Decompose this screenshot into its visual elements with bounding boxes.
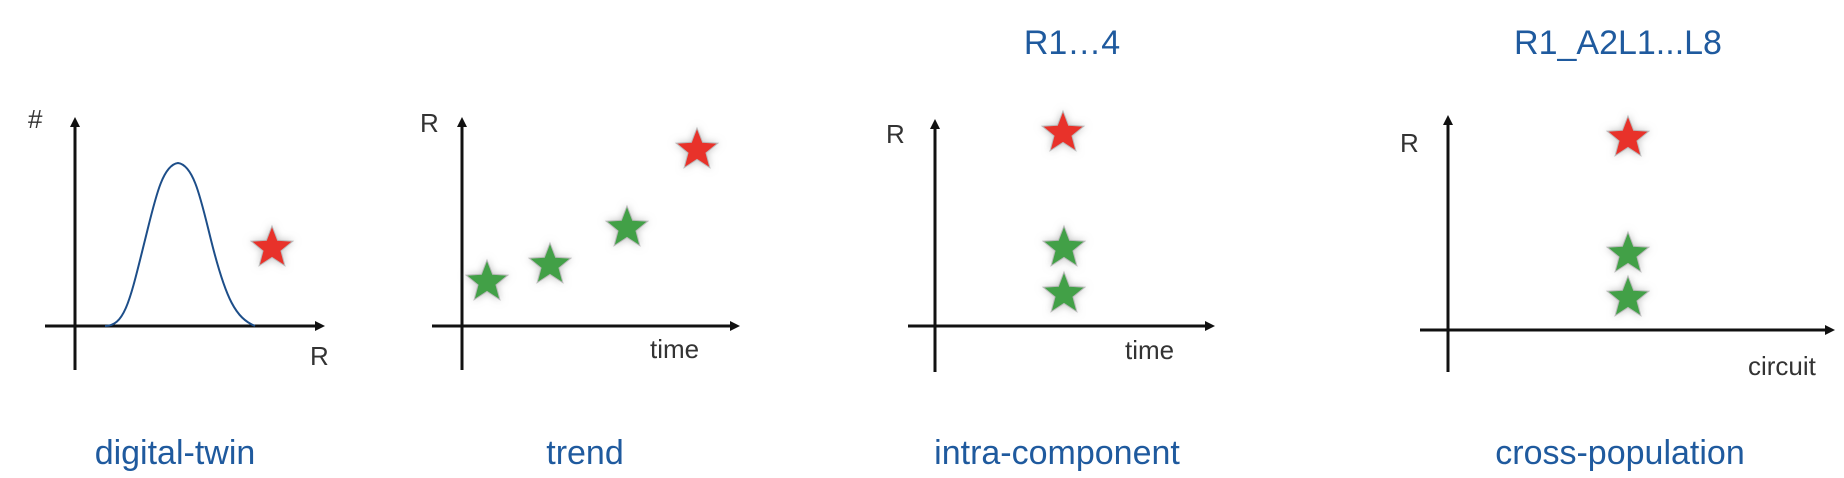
x-axis-label: R (310, 341, 329, 371)
normal-star-icon (1605, 230, 1651, 273)
panel-header: R1_A2L1...L8 (1514, 24, 1722, 62)
panel-trend: R time trend (420, 108, 740, 472)
y-axis-label: R (420, 108, 439, 138)
outlier-star-icon (674, 126, 720, 169)
panel-caption: trend (546, 434, 624, 472)
normal-star-icon (464, 258, 510, 301)
normal-star-icon (527, 241, 573, 284)
panel-caption: intra-component (934, 434, 1180, 472)
panel-digital-twin: # R digital-twin (28, 104, 329, 472)
x-axis-label: time (650, 334, 699, 364)
y-axis-label: # (28, 104, 43, 134)
x-axis-label: circuit (1748, 351, 1817, 381)
normal-star-icon (1041, 224, 1087, 267)
outlier-star-icon (249, 224, 295, 267)
normal-star-icon (1041, 270, 1087, 313)
outlier-star-icon (1040, 109, 1086, 152)
y-axis-label: R (886, 119, 905, 149)
panel-caption: cross-population (1495, 434, 1744, 472)
outlier-star-icon (1605, 114, 1651, 157)
panel-caption: digital-twin (95, 434, 256, 472)
x-axis-label: time (1125, 335, 1174, 365)
normal-star-icon (1605, 274, 1651, 317)
panel-header: R1…4 (1024, 24, 1120, 62)
y-axis-label: R (1400, 128, 1419, 158)
panel-intra-component: R1…4 R time intra-component (886, 24, 1215, 472)
distribution-curve (104, 161, 256, 327)
panel-cross-population: R1_A2L1...L8 R circuit cross-population (1400, 24, 1835, 472)
normal-star-icon (604, 204, 650, 247)
